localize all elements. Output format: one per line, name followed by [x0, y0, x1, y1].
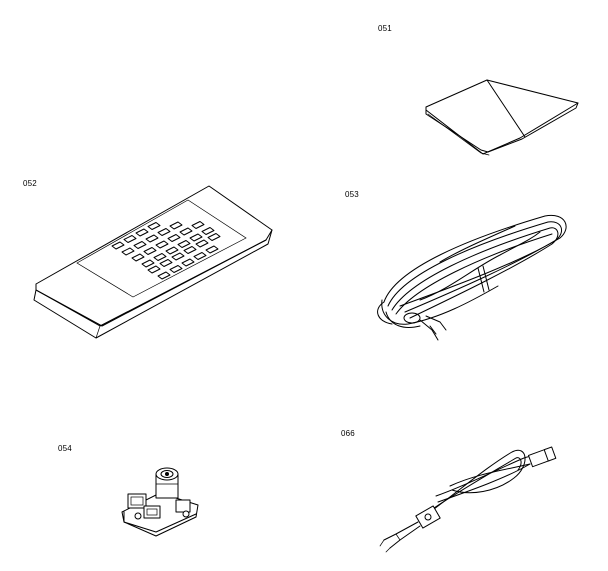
remote-key	[181, 258, 195, 267]
remote-key	[153, 253, 167, 261]
remote-key	[207, 233, 221, 241]
label-remote: 052	[23, 179, 37, 188]
remote-key	[195, 239, 209, 248]
label-manual: 051	[378, 24, 392, 33]
remote-key	[141, 259, 155, 268]
remote-key	[191, 221, 205, 229]
remote-key	[177, 240, 191, 248]
remote-key	[147, 222, 161, 230]
remote-key	[147, 265, 161, 274]
remote-key	[145, 234, 159, 243]
remote-key	[171, 252, 185, 261]
remote-key	[155, 240, 169, 249]
remote-key	[169, 221, 183, 230]
remote-buttons	[111, 221, 221, 280]
remote-key	[179, 227, 193, 236]
remote-key	[133, 241, 147, 249]
remote-key	[169, 265, 183, 273]
label-antenna-cable: 066	[341, 429, 355, 438]
remote-key	[157, 228, 171, 236]
remote-key	[143, 247, 157, 255]
remote-key	[111, 241, 125, 250]
remote-key	[205, 245, 219, 254]
remote-key	[159, 259, 173, 267]
remote-key	[123, 235, 137, 243]
remote-key	[193, 252, 207, 260]
remote-key	[189, 233, 203, 242]
remote-key	[131, 253, 145, 262]
remote-key	[157, 271, 171, 280]
label-speaker-cord: 053	[345, 190, 359, 199]
remote-key	[201, 227, 215, 235]
remote-key	[183, 246, 197, 254]
remote-key	[121, 247, 135, 256]
remote-key	[167, 234, 181, 242]
remote-key	[135, 228, 149, 237]
label-adapter: 054	[58, 444, 72, 453]
remote-key	[165, 246, 179, 255]
